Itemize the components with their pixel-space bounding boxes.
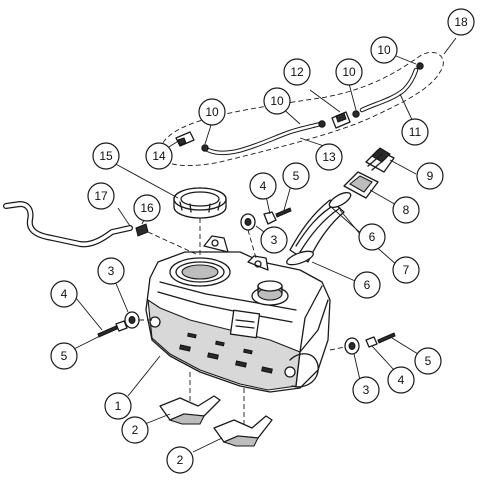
callout-2b: 2 <box>166 446 194 474</box>
callout-5c: 5 <box>414 347 442 375</box>
callout-10b: 10 <box>263 87 291 115</box>
callout-15: 15 <box>92 142 120 170</box>
svg-text:1: 1 <box>115 399 122 413</box>
vent-hose-long <box>205 121 323 156</box>
callout-6b: 6 <box>358 223 386 251</box>
callout-1: 1 <box>104 392 132 420</box>
callout-10d: 10 <box>370 36 398 64</box>
fuel-cap <box>365 147 395 173</box>
tank-strap-left <box>159 395 221 425</box>
callout-18: 18 <box>447 8 475 36</box>
svg-text:4: 4 <box>260 179 267 193</box>
svg-text:4: 4 <box>61 287 68 301</box>
svg-text:4: 4 <box>398 373 405 387</box>
callout-12: 12 <box>283 58 311 86</box>
callout-5b: 5 <box>282 162 310 190</box>
washer-right <box>365 336 378 348</box>
callout-3b: 3 <box>260 226 288 254</box>
svg-text:5: 5 <box>293 169 300 183</box>
callout-10c: 10 <box>335 58 363 86</box>
svg-text:8: 8 <box>403 203 410 217</box>
svg-text:10: 10 <box>270 94 284 108</box>
svg-text:15: 15 <box>99 149 113 163</box>
vent-clamps <box>201 62 424 152</box>
svg-text:10: 10 <box>205 105 219 119</box>
bolt-top <box>275 207 292 218</box>
svg-text:5: 5 <box>425 354 432 368</box>
grommet-left <box>124 311 140 329</box>
hose-clip-16 <box>135 223 149 237</box>
callout-9: 9 <box>416 162 444 190</box>
callout-14: 14 <box>145 142 173 170</box>
callout-10a: 10 <box>198 98 226 126</box>
svg-text:10: 10 <box>377 43 391 57</box>
rollover-valve <box>331 111 351 129</box>
callout-5a: 5 <box>50 342 78 370</box>
svg-text:3: 3 <box>363 383 370 397</box>
svg-text:3: 3 <box>108 264 115 278</box>
filler-neck <box>343 171 379 199</box>
svg-text:7: 7 <box>403 263 410 277</box>
svg-text:2: 2 <box>177 453 184 467</box>
svg-text:6: 6 <box>369 230 376 244</box>
svg-text:3: 3 <box>271 233 278 247</box>
bolt-left <box>97 325 118 338</box>
svg-text:9: 9 <box>427 169 434 183</box>
svg-text:10: 10 <box>342 65 356 79</box>
svg-text:12: 12 <box>290 65 304 79</box>
callout-17: 17 <box>87 182 115 210</box>
bolt-right <box>377 332 396 344</box>
filler-locking-ring <box>173 187 227 219</box>
grommet-right <box>344 337 360 355</box>
callout-4b: 4 <box>249 172 277 200</box>
grommet-top <box>240 213 256 231</box>
hose-clamp-lower <box>286 250 314 266</box>
callout-16: 16 <box>133 194 161 222</box>
svg-text:17: 17 <box>94 189 108 203</box>
svg-text:13: 13 <box>322 150 336 164</box>
callout-3a: 3 <box>97 257 125 285</box>
svg-text:14: 14 <box>152 149 166 163</box>
callout-6a: 6 <box>353 271 381 299</box>
svg-text:2: 2 <box>132 423 139 437</box>
svg-text:16: 16 <box>140 201 154 215</box>
svg-text:11: 11 <box>409 125 422 139</box>
callout-2a: 2 <box>121 416 149 444</box>
callout-4a: 4 <box>50 280 78 308</box>
tank-strap-right <box>213 415 273 447</box>
callout-13: 13 <box>315 143 343 171</box>
callout-8: 8 <box>392 196 420 224</box>
svg-text:5: 5 <box>61 349 68 363</box>
breather-hose <box>3 201 133 248</box>
hose-clamp-upper <box>328 191 352 209</box>
callout-7: 7 <box>392 256 420 284</box>
fuel-tank <box>145 235 331 393</box>
svg-text:18: 18 <box>454 15 468 29</box>
vent-hose-short <box>359 67 419 113</box>
washer-left <box>115 320 128 332</box>
svg-text:6: 6 <box>364 278 371 292</box>
callout-3c: 3 <box>352 376 380 404</box>
vent-fitting <box>175 131 195 147</box>
callout-11: 11 <box>401 118 429 146</box>
callout-4c: 4 <box>387 366 415 394</box>
